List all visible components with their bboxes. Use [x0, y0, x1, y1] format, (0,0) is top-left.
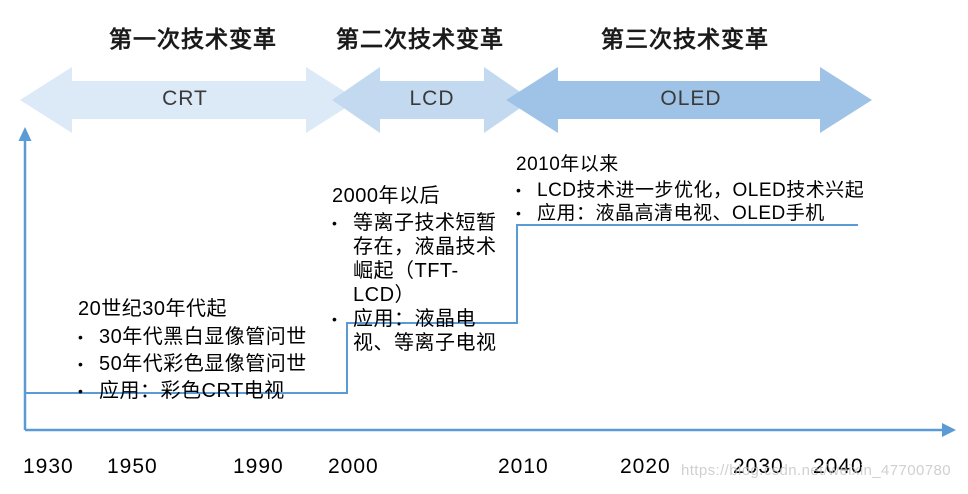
y-axis-arrowhead	[18, 127, 32, 141]
bullet-icon: •	[78, 329, 83, 345]
bullet-text: 应用：液晶电视、等离子电视	[353, 308, 497, 354]
crt-arrow-label: CRT	[162, 87, 208, 110]
list-item: • LCD技术进一步优化，OLED技术兴起	[516, 179, 864, 202]
era-oled-title: 2010年以来	[516, 154, 619, 175]
oled-arrow-label: OLED	[660, 87, 722, 110]
csdn-watermark: https://blog.csdn.net/weixin_47700780	[681, 462, 951, 479]
bullet-icon: •	[78, 383, 83, 399]
axis-tick-1950: 1950	[107, 455, 158, 478]
lcd-arrow-label: LCD	[409, 87, 455, 110]
bullet-text: 50年代彩色显像管问世	[99, 353, 307, 375]
bullet-icon: •	[516, 205, 521, 221]
list-item: • 应用：彩色CRT电视	[78, 378, 307, 405]
axis-tick-2030: 2030	[733, 455, 784, 478]
list-item: • 应用：液晶电视、等离子电视	[332, 307, 509, 355]
axis-tick-2000: 2000	[328, 455, 379, 478]
bullet-icon: •	[332, 311, 337, 327]
era-lcd-title: 2000年以后	[332, 185, 440, 207]
era-block-lcd: 2000年以后 • 等离子技术短暂存在，液晶技术崛起（TFT-LCD） • 应用…	[332, 179, 509, 355]
x-axis-arrowhead	[942, 423, 956, 437]
bullet-text: 等离子技术短暂存在，液晶技术崛起（TFT-LCD）	[353, 212, 497, 306]
era-oled-bullets: • LCD技术进一步优化，OLED技术兴起 • 应用：液晶高清电视、OLED手机	[516, 179, 864, 225]
era-lcd-bullets: • 等离子技术短暂存在，液晶技术崛起（TFT-LCD） • 应用：液晶电视、等离…	[332, 211, 509, 355]
era-block-oled: 2010年以来 • LCD技术进一步优化，OLED技术兴起 • 应用：液晶高清电…	[516, 149, 864, 225]
axis-tick-2020: 2020	[620, 455, 671, 478]
list-item: • 50年代彩色显像管问世	[78, 351, 307, 378]
bullet-icon: •	[78, 356, 83, 372]
axis-tick-1990: 1990	[233, 455, 284, 478]
bullet-icon: •	[332, 215, 337, 231]
bullet-text: 应用：液晶高清电视、OLED手机	[537, 203, 825, 224]
bullet-text: 30年代黑白显像管问世	[99, 326, 307, 348]
header-first-revolution: 第一次技术变革	[109, 26, 277, 52]
list-item: • 30年代黑白显像管问世	[78, 324, 307, 351]
list-item: • 等离子技术短暂存在，液晶技术崛起（TFT-LCD）	[332, 211, 509, 307]
header-third-revolution: 第三次技术变革	[601, 26, 769, 52]
axis-tick-2010: 2010	[498, 455, 549, 478]
era-crt-title: 20世纪30年代起	[78, 298, 227, 320]
bullet-icon: •	[516, 182, 521, 198]
era-block-crt: 20世纪30年代起 • 30年代黑白显像管问世 • 50年代彩色显像管问世 • …	[78, 292, 307, 405]
era-crt-bullets: • 30年代黑白显像管问世 • 50年代彩色显像管问世 • 应用：彩色CRT电视	[78, 324, 307, 405]
axis-tick-2040: 2040	[813, 455, 864, 478]
list-item: • 应用：液晶高清电视、OLED手机	[516, 202, 864, 225]
axis-tick-1930: 1930	[23, 455, 74, 478]
header-second-revolution: 第二次技术变革	[336, 26, 504, 52]
bullet-text: LCD技术进一步优化，OLED技术兴起	[537, 180, 865, 201]
bullet-text: 应用：彩色CRT电视	[99, 380, 285, 402]
